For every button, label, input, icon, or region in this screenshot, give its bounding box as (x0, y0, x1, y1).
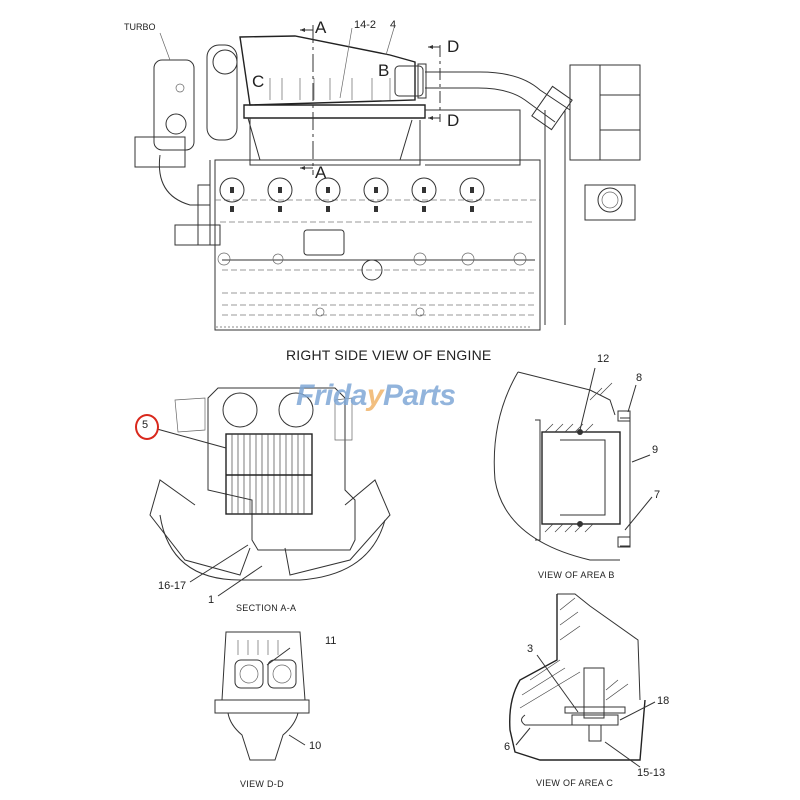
turbo-label: TURBO (124, 22, 156, 32)
section-a-top-marker: A (315, 18, 327, 37)
section-aa-art (149, 387, 391, 597)
watermark-text-parts: Parts (383, 379, 456, 412)
callout-4: 4 (390, 19, 397, 31)
callout-5[interactable]: 5 (142, 419, 149, 431)
fridayparts-watermark: FridayParts (296, 379, 456, 413)
view-dd-art (214, 631, 310, 761)
callout-11[interactable]: 11 (325, 635, 337, 647)
callout-14-2: 14-2 (354, 19, 377, 31)
section-d-top-marker: D (447, 37, 460, 56)
callout-15-13[interactable]: 15-13 (637, 767, 666, 779)
callout-8[interactable]: 8 (636, 372, 643, 384)
view-area-c-caption: VIEW OF AREA C (536, 778, 614, 788)
callout-1[interactable]: 1 (208, 594, 215, 606)
section-d-bottom-marker: D (447, 111, 460, 130)
section-a-bottom-marker: A (315, 163, 327, 182)
callout-6[interactable]: 6 (504, 741, 511, 753)
watermark-checkmark: y (366, 379, 384, 412)
main-view-title: RIGHT SIDE VIEW OF ENGINE (286, 347, 492, 363)
callout-18[interactable]: 18 (657, 695, 670, 707)
watermark-text-friday: Frida (296, 379, 367, 412)
callout-12[interactable]: 12 (597, 353, 610, 365)
area-b-marker: B (378, 61, 390, 80)
callout-7[interactable]: 7 (654, 489, 661, 501)
callout-16-17[interactable]: 16-17 (158, 580, 187, 592)
highlight-circle-callout-5 (135, 414, 159, 440)
callout-3[interactable]: 3 (527, 643, 534, 655)
callout-10[interactable]: 10 (309, 740, 322, 752)
engine-side-view-art (134, 25, 641, 331)
section-aa-caption: SECTION A-A (236, 603, 297, 613)
area-c-marker: C (252, 72, 265, 91)
view-area-b-art (493, 367, 653, 561)
view-area-b-caption: VIEW OF AREA B (538, 570, 615, 580)
callout-9[interactable]: 9 (652, 444, 659, 456)
view-dd-caption: VIEW D-D (240, 779, 284, 789)
view-area-c-art (509, 593, 656, 768)
